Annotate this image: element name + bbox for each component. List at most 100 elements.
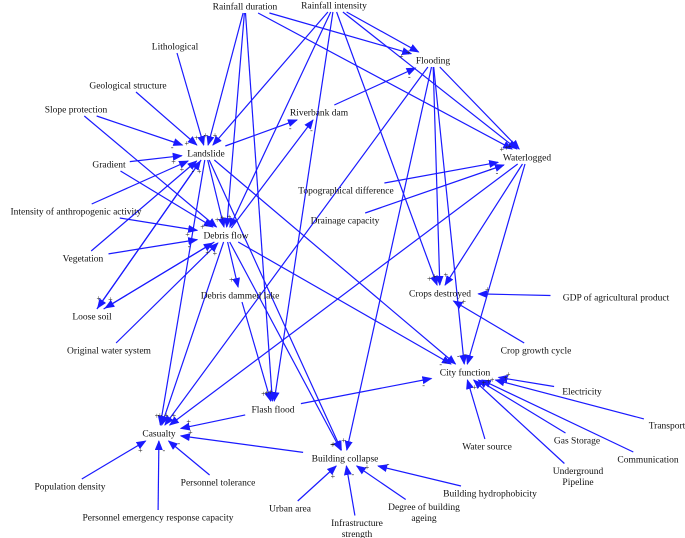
edge-gas-storage-to-city-function bbox=[477, 379, 566, 434]
edge-lithological-to-landslide bbox=[176, 52, 206, 146]
edge-riverbank-dam-to-flooding bbox=[334, 67, 417, 106]
edge-flooding-to-crops-destroyed bbox=[432, 66, 444, 286]
edge-electricity-to-city-function bbox=[497, 374, 555, 388]
edge-rainfall-duration-to-flash-flood bbox=[244, 12, 276, 402]
edge-polarity-sign: - bbox=[289, 124, 292, 133]
edge-polarity-sign: + bbox=[507, 142, 512, 151]
edge-rainfall-intensity-to-flooding bbox=[346, 11, 420, 53]
node-gas-storage: Gas Storage bbox=[554, 437, 600, 447]
edge-transport-to-city-function bbox=[494, 378, 645, 420]
edge-polarity-sign: - bbox=[188, 242, 191, 251]
edge-degree-building-ageing-to-building-collapse bbox=[355, 465, 407, 500]
edge-polarity-sign: + bbox=[185, 230, 190, 239]
edge-topographical-difference-to-waterlogged bbox=[384, 159, 500, 184]
edge-waterlogged-to-crops-destroyed bbox=[444, 163, 524, 286]
edge-vegetation-to-landslide bbox=[90, 160, 198, 252]
edge-slope-protection-to-landslide bbox=[96, 115, 184, 146]
edge-rainfall-duration-to-waterlogged bbox=[257, 12, 513, 150]
node-lithological: Lithological bbox=[152, 43, 199, 53]
edge-flash-flood-to-casualty bbox=[179, 414, 246, 431]
edge-debris-flow-to-debris-dammed-lake bbox=[227, 241, 240, 288]
edge-polarity-sign: + bbox=[330, 440, 335, 449]
edge-polarity-sign: + bbox=[472, 383, 477, 392]
edge-geological-structure-to-landslide bbox=[135, 91, 198, 146]
node-rainfall-intensity: Rainfall intensity bbox=[301, 1, 367, 12]
edge-drainage-capacity-to-waterlogged bbox=[365, 164, 505, 214]
edge-population-density-to-casualty bbox=[81, 440, 147, 480]
edge-polarity-sign: + bbox=[172, 412, 177, 421]
node-vegetation: Vegetation bbox=[63, 255, 104, 265]
edge-slope-protection-to-debris-flow bbox=[83, 115, 218, 228]
edge-polarity-sign: - bbox=[387, 459, 390, 468]
edge-building-hydrophobicity-to-building-collapse bbox=[377, 464, 462, 487]
edge-polarity-sign: + bbox=[265, 388, 270, 397]
edge-personnel-tolerance-to-casualty bbox=[167, 440, 210, 476]
edge-water-source-to-city-function bbox=[466, 379, 486, 440]
edge-building-collapse-to-casualty bbox=[179, 433, 304, 453]
node-gdp-agricultural: GDP of agricultural product bbox=[563, 293, 670, 304]
edge-polarity-sign: - bbox=[192, 167, 195, 176]
edge-polarity-sign: + bbox=[399, 52, 404, 61]
edge-debris-dammed-lake-to-flash-flood bbox=[241, 301, 273, 402]
node-building-hydrophobicity: Building hydrophobicity bbox=[443, 490, 537, 500]
edge-polarity-sign: + bbox=[427, 274, 432, 283]
edge-landslide-to-riverbank-dam bbox=[225, 119, 298, 147]
edge-polarity-sign: - bbox=[171, 143, 174, 152]
node-crop-growth-cycle: Crop growth cycle bbox=[501, 347, 572, 357]
edge-rainfall-intensity-to-waterlogged bbox=[342, 11, 518, 150]
edge-debris-flow-to-riverbank-dam bbox=[230, 119, 314, 229]
edge-polarity-sign: + bbox=[220, 214, 225, 223]
edge-polarity-sign: + bbox=[188, 428, 193, 437]
edge-rainfall-intensity-to-crops-destroyed bbox=[336, 11, 438, 286]
edge-polarity-sign: + bbox=[500, 145, 505, 154]
edge-waterlogged-to-casualty bbox=[168, 163, 519, 426]
edge-polarity-sign: - bbox=[205, 221, 208, 230]
edge-waterlogged-to-city-function bbox=[465, 163, 526, 365]
edge-debris-flow-to-building-collapse bbox=[229, 241, 342, 451]
edge-communication-to-city-function bbox=[480, 379, 634, 453]
edge-polarity-sign: - bbox=[496, 169, 499, 178]
edge-polarity-sign: + bbox=[462, 297, 467, 306]
edge-polarity-sign: + bbox=[227, 213, 232, 222]
edge-polarity-sign: + bbox=[268, 387, 273, 396]
edge-anthropogenic-activity-to-landslide bbox=[91, 160, 190, 205]
edge-polarity-sign: + bbox=[331, 440, 336, 449]
node-water-source: Water source bbox=[462, 443, 512, 453]
edge-flooding-to-building-collapse bbox=[344, 66, 433, 451]
node-debris-dammed-lake: Debris dammed lake bbox=[201, 292, 280, 302]
node-flash-flood: Flash flood bbox=[251, 405, 294, 416]
node-building-collapse: Building collapse bbox=[312, 455, 379, 465]
edge-infrastructure-strength-to-building-collapse bbox=[343, 465, 356, 516]
node-casualty: Casualty bbox=[142, 430, 175, 440]
edge-flooding-to-waterlogged bbox=[439, 66, 520, 150]
edge-landslide-to-building-collapse bbox=[208, 159, 342, 451]
edge-crop-growth-cycle-to-crops-destroyed bbox=[452, 300, 525, 344]
edge-polarity-sign: + bbox=[406, 48, 411, 57]
edge-landslide-to-debris-flow bbox=[207, 159, 226, 228]
edge-vegetation-to-debris-flow bbox=[108, 237, 199, 255]
edge-polarity-sign: - bbox=[422, 381, 425, 390]
edge-polarity-sign: + bbox=[186, 418, 191, 427]
edge-landslide-to-city-function bbox=[213, 159, 457, 365]
edge-landslide-to-casualty bbox=[157, 159, 206, 426]
edge-polarity-sign: + bbox=[197, 167, 202, 176]
node-gradient: Gradient bbox=[92, 161, 126, 171]
node-emergency-response: Personnel emergency response capacity bbox=[83, 514, 234, 524]
edge-polarity-sign: + bbox=[444, 271, 449, 280]
node-personnel-tolerance: Personnel tolerance bbox=[181, 479, 256, 489]
edge-polarity-sign: + bbox=[506, 370, 511, 379]
edge-polarity-sign: - bbox=[408, 72, 411, 81]
edge-polarity-sign: + bbox=[185, 139, 190, 148]
edge-flash-flood-to-city-function bbox=[300, 376, 433, 405]
edge-original-water-system-to-debris-flow bbox=[115, 242, 219, 344]
node-communication: Communication bbox=[617, 456, 678, 466]
edge-polarity-sign: + bbox=[205, 248, 210, 257]
edge-polarity-sign: + bbox=[155, 411, 160, 420]
signs-layer: +++++++++++++--++++--+++++---+++++-+++-+… bbox=[96, 48, 512, 481]
edge-polarity-sign: - bbox=[464, 350, 467, 359]
edge-polarity-sign: + bbox=[171, 158, 176, 167]
node-city-function: City function bbox=[440, 368, 491, 379]
node-original-water-system: Original water system bbox=[67, 347, 152, 357]
